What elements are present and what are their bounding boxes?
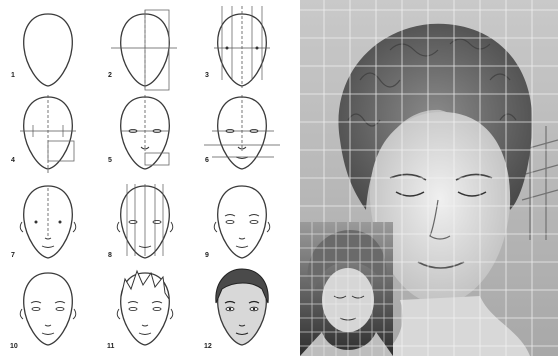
face-drawing-steps: 1 2 3 <box>0 0 292 356</box>
face-outline-icon <box>194 89 291 178</box>
step-7: 7 <box>0 178 97 267</box>
face-outline-icon <box>97 89 194 178</box>
step-number: 6 <box>205 157 209 164</box>
grid-portrait-panel <box>300 0 558 356</box>
step-number: 3 <box>205 72 209 79</box>
step-number: 11 <box>107 343 114 350</box>
face-outline-icon <box>0 89 97 178</box>
step-1: 1 <box>0 0 97 89</box>
reference-photo-icon <box>300 222 393 356</box>
step-number: 2 <box>108 72 112 79</box>
step-6: 6 <box>194 89 291 178</box>
step-number: 9 <box>205 252 209 259</box>
step-number: 10 <box>10 343 18 350</box>
step-8: 8 <box>97 178 194 267</box>
step-number: 8 <box>108 252 112 259</box>
step-10: 10 <box>0 267 97 356</box>
step-12: 12 <box>194 267 291 356</box>
step-2: 2 <box>97 0 194 89</box>
step-number: 12 <box>204 343 212 350</box>
step-5: 5 <box>97 89 194 178</box>
step-number: 1 <box>11 72 15 79</box>
step-number: 5 <box>108 157 112 164</box>
step-4: 4 <box>0 89 97 178</box>
step-number: 7 <box>11 252 15 259</box>
step-number: 4 <box>11 157 15 164</box>
step-3: 3 <box>194 0 291 89</box>
step-11: 11 <box>97 267 194 356</box>
step-9: 9 <box>194 178 291 267</box>
